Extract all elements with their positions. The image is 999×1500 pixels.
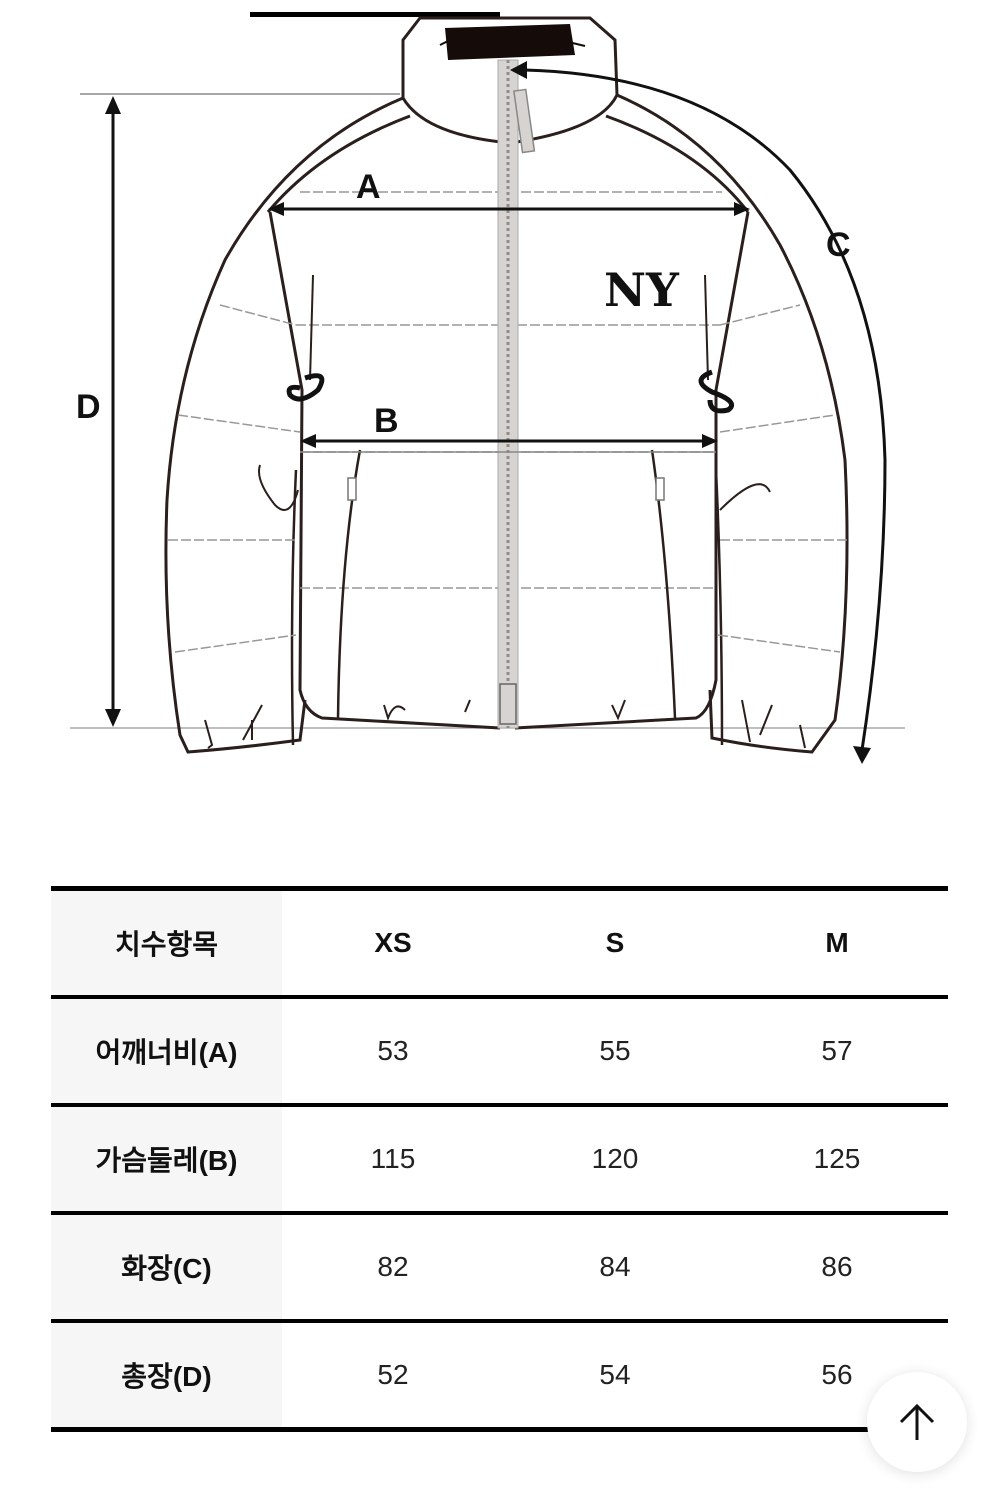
table-row: 어깨너비(A) 53 55 57 bbox=[51, 997, 948, 1105]
header-size-s: S bbox=[605, 927, 625, 958]
cell-value: 56 bbox=[821, 1359, 853, 1390]
cell-value: 120 bbox=[591, 1143, 639, 1174]
ny-logo: NY bbox=[604, 263, 680, 317]
row-label: 총장(D) bbox=[51, 1321, 282, 1430]
cell-value: 86 bbox=[821, 1251, 853, 1282]
table-row: 가슴둘레(B) 115 120 125 bbox=[51, 1105, 948, 1213]
measure-b-arrow bbox=[300, 434, 718, 453]
cell-value: 82 bbox=[377, 1251, 409, 1282]
table-row: 화장(C) 82 84 86 bbox=[51, 1213, 948, 1321]
label-a: A bbox=[356, 168, 381, 206]
label-b: B bbox=[374, 402, 399, 440]
row-label: 화장(C) bbox=[51, 1213, 282, 1321]
top-divider bbox=[250, 12, 500, 17]
measure-c-arrow bbox=[510, 61, 887, 764]
cell-value: 115 bbox=[370, 1143, 416, 1174]
scroll-to-top-button[interactable] bbox=[867, 1372, 967, 1472]
header-size-xs: XS bbox=[374, 927, 412, 958]
row-label: 어깨너비(A) bbox=[51, 997, 282, 1105]
table-header-row: 치수항목 XS S M bbox=[51, 888, 948, 997]
cell-value: 52 bbox=[377, 1359, 409, 1390]
size-chart-table: 치수항목 XS S M 어깨너비(A) 53 55 57 가슴둘레(B) 115… bbox=[51, 886, 948, 1432]
label-d: D bbox=[76, 388, 101, 426]
row-label: 가슴둘레(B) bbox=[51, 1105, 282, 1213]
header-label: 치수항목 bbox=[51, 888, 282, 997]
measure-d-arrow bbox=[105, 96, 121, 727]
measure-a-arrow bbox=[268, 202, 750, 216]
cell-value: 125 bbox=[813, 1143, 861, 1174]
cell-value: 53 bbox=[377, 1035, 409, 1066]
header-size-m: M bbox=[825, 927, 849, 958]
cell-value: 55 bbox=[599, 1035, 631, 1066]
label-c: C bbox=[826, 226, 851, 264]
cell-value: 54 bbox=[599, 1359, 631, 1390]
cell-value: 57 bbox=[821, 1035, 853, 1066]
arrow-up-icon bbox=[899, 1403, 935, 1440]
center-zipper bbox=[497, 59, 519, 729]
cell-value: 84 bbox=[599, 1251, 631, 1282]
table-row: 총장(D) 52 54 56 bbox=[51, 1321, 948, 1430]
jacket-measurement-diagram: NY A B C D bbox=[70, 12, 905, 764]
